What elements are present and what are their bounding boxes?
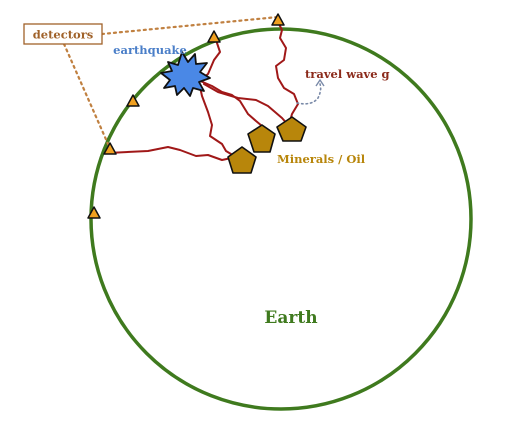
starburst-earthquake-icon [160,51,211,97]
wave-path [275,21,299,122]
triangle-detector-icon [103,142,117,155]
wave-path [203,83,291,128]
detectors-box [23,23,103,45]
earthquake-label: earthquake [113,43,187,57]
pentagon-mineral-icon [247,124,276,153]
triangle-detector-icon [126,94,140,107]
detector-pointer-lines [62,15,280,146]
earth-outline [89,27,473,411]
minerals [227,116,307,174]
minerals-label: Minerals / Oil [277,152,366,166]
pentagon-mineral-icon [227,146,257,174]
wave-paths [107,21,299,161]
pentagon-mineral-icon [276,116,307,142]
wave-path [107,146,237,161]
travel-wave-arrow [296,83,322,105]
travel-wave-label: travel wave g [305,67,390,81]
wave-path [197,77,237,158]
triangle-detector-icon [207,30,221,43]
triangle-detector-icon [271,13,285,26]
triangle-detector-icon [87,206,101,219]
detectors [87,13,285,219]
detectors-label: detectors [33,28,94,42]
earth-label: Earth [264,308,317,328]
travel-wave-arrowhead [315,78,325,87]
